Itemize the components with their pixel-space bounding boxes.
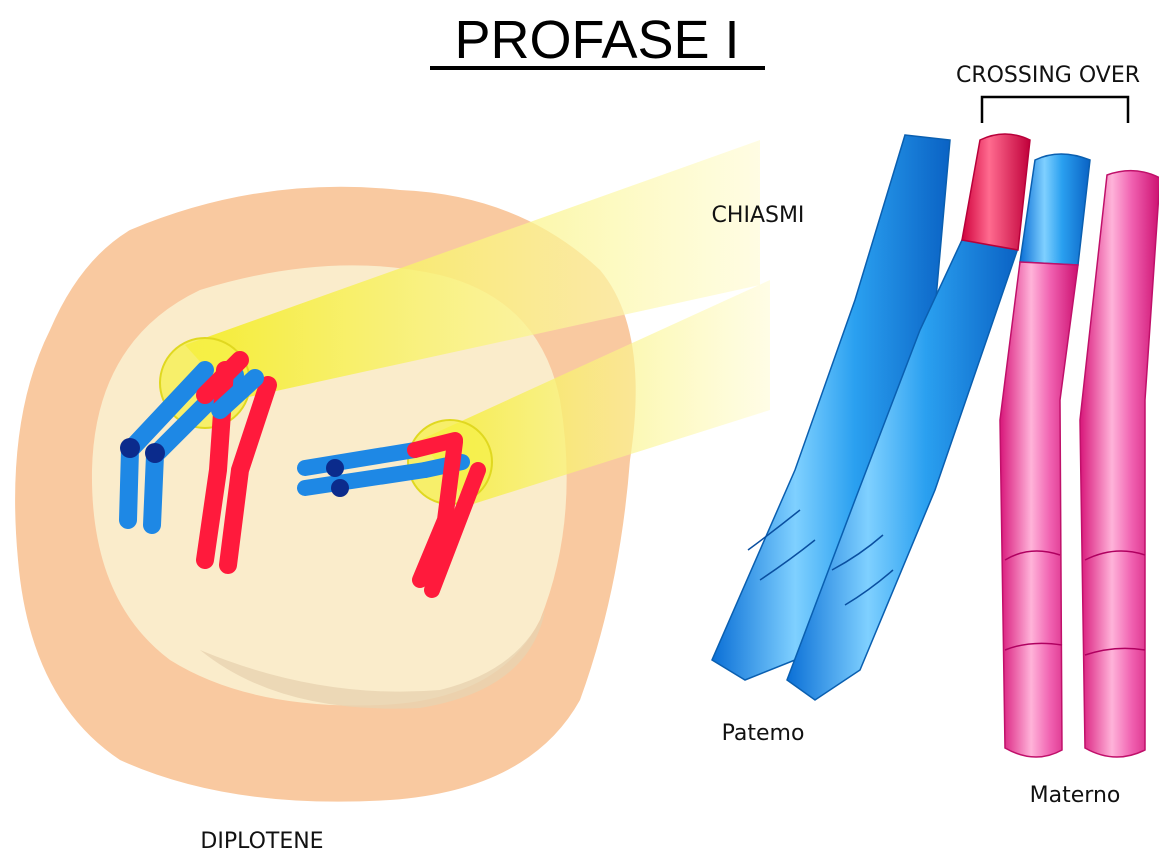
crossover-segment-red xyxy=(962,134,1030,250)
label-crossing-over: CROSSING OVER xyxy=(956,63,1140,88)
label-diplotene: DIPLOTENE xyxy=(200,829,323,854)
label-paterno: Patemo xyxy=(722,721,805,746)
crossing-over-bracket xyxy=(982,97,1128,123)
maternal-chromatid-2 xyxy=(1080,171,1159,757)
page-title: PROFASE I xyxy=(454,10,739,70)
label-chiasmi: CHIASMI xyxy=(712,203,805,228)
crossover-segment-blue xyxy=(1020,154,1090,265)
label-materno: Materno xyxy=(1030,783,1121,808)
maternal-chromatid-1 xyxy=(1000,262,1078,757)
